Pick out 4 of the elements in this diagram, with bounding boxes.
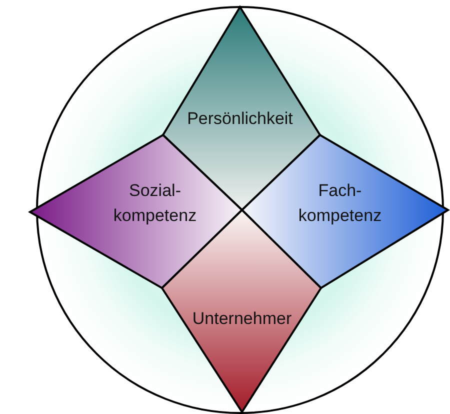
segment-label: Persönlichkeit (186, 108, 294, 130)
segment-label: Sozial- kompetenz (112, 180, 198, 227)
segment-label: Fach- kompetenz (297, 180, 383, 227)
segment-label: Unternehmer (191, 308, 293, 330)
